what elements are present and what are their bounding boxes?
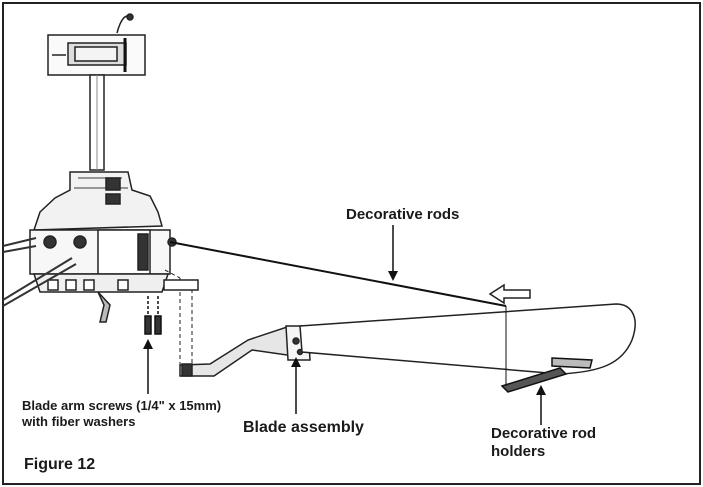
decorative-rod-holders-label: Decorative rod holders — [491, 425, 596, 461]
downrod — [89, 74, 105, 171]
blade-bracket-top — [163, 279, 199, 291]
fan-blade — [299, 303, 636, 375]
blade-arm-screws-label: Blade arm screws (1/4" x 15mm) with fibe… — [22, 398, 221, 429]
decorative-rod — [169, 241, 507, 307]
assembly-guide-lines — [164, 269, 193, 368]
adjacent-blade-arms — [2, 237, 77, 307]
blade-arm-screws-label-line2: with fiber washers — [22, 413, 136, 429]
decorative-rods-label: Decorative rods — [346, 206, 460, 223]
decorative-rod-holders-label-line1: Decorative rod — [491, 425, 597, 442]
motor-housing — [29, 171, 177, 323]
blade-arm-screws — [144, 296, 162, 335]
mounting-bracket — [47, 13, 146, 76]
insert-direction-arrow — [488, 283, 531, 305]
decorative-rod-holder — [500, 357, 593, 393]
callout-arrows — [143, 225, 546, 425]
figure-caption: Figure 12 — [24, 456, 96, 473]
blade-arm-screws-label-line1: Blade arm screws (1/4" x 15mm) — [22, 398, 222, 413]
blade-assembly-label: Blade assembly — [243, 419, 364, 436]
decorative-rod-holders-label-line2: holders — [491, 443, 546, 460]
